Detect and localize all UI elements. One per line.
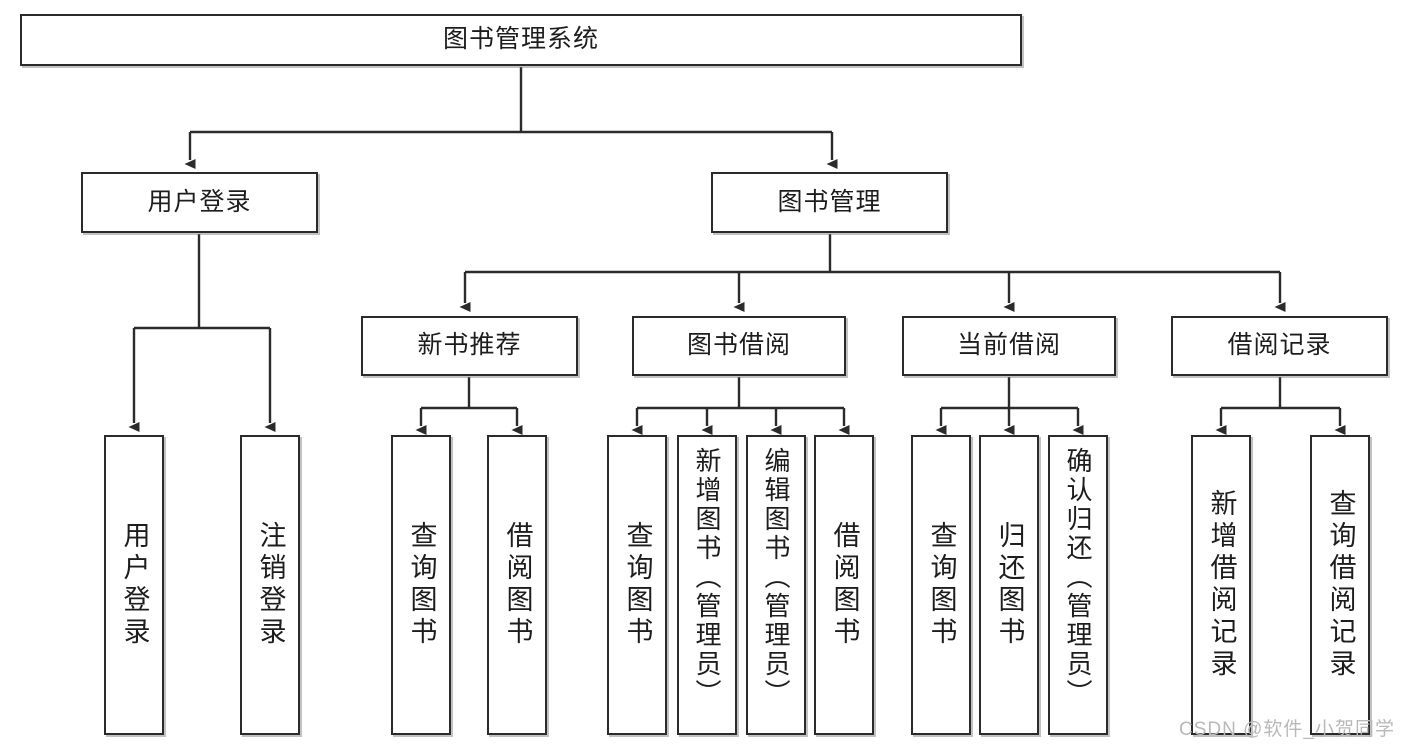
leaf-newbook-borrow-book-label: 借阅图书 (502, 521, 533, 649)
node-book-borrow-label: 图书借阅 (686, 331, 791, 360)
leaf-bookborrow-query-book-label: 查询图书 (622, 521, 653, 649)
leaf-bookborrow-query-book[interactable]: 查询图书 (607, 435, 667, 735)
leaf-user-login-label: 用户登录 (119, 521, 150, 649)
leaf-currentborrow-return-book[interactable]: 归还图书 (979, 435, 1039, 735)
node-new-book-recommend-label: 新书推荐 (417, 331, 522, 360)
leaf-currentborrow-query-book[interactable]: 查询图书 (911, 435, 971, 735)
leaf-bookborrow-edit-book-label: 编辑图书（管理员） (761, 447, 791, 708)
leaf-bookborrow-add-book-label: 新增图书（管理员） (692, 447, 722, 708)
node-book-management[interactable]: 图书管理 (711, 172, 948, 233)
leaf-borrowrecord-query-record-label: 查询借阅记录 (1325, 489, 1356, 681)
node-book-management-label: 图书管理 (777, 187, 882, 216)
leaf-borrowrecord-add-record-label: 新增借阅记录 (1206, 489, 1237, 681)
node-root[interactable]: 图书管理系统 (20, 14, 1022, 66)
node-current-borrow[interactable]: 当前借阅 (902, 316, 1116, 376)
leaf-bookborrow-edit-book[interactable]: 编辑图书（管理员） (746, 435, 806, 735)
leaf-borrowrecord-query-record[interactable]: 查询借阅记录 (1310, 435, 1370, 735)
leaf-bookborrow-borrow-book-label: 借阅图书 (829, 521, 860, 649)
node-borrow-record[interactable]: 借阅记录 (1171, 316, 1388, 376)
node-user-login-label: 用户登录 (147, 187, 252, 216)
leaf-logout[interactable]: 注销登录 (240, 435, 300, 735)
node-root-label: 图书管理系统 (442, 25, 599, 54)
leaf-newbook-query-book-label: 查询图书 (406, 521, 437, 649)
leaf-logout-label: 注销登录 (255, 521, 286, 649)
leaf-borrowrecord-add-record[interactable]: 新增借阅记录 (1191, 435, 1251, 735)
leaf-currentborrow-confirm-return[interactable]: 确认归还（管理员） (1048, 435, 1108, 735)
node-current-borrow-label: 当前借阅 (956, 331, 1061, 360)
leaf-newbook-query-book[interactable]: 查询图书 (391, 435, 451, 735)
node-book-borrow[interactable]: 图书借阅 (632, 316, 846, 376)
leaf-newbook-borrow-book[interactable]: 借阅图书 (487, 435, 547, 735)
leaf-user-login[interactable]: 用户登录 (104, 435, 164, 735)
leaf-currentborrow-query-book-label: 查询图书 (926, 521, 957, 649)
node-borrow-record-label: 借阅记录 (1227, 331, 1332, 360)
leaf-currentborrow-confirm-return-label: 确认归还（管理员） (1063, 447, 1093, 708)
node-user-login[interactable]: 用户登录 (81, 172, 318, 233)
leaf-currentborrow-return-book-label: 归还图书 (994, 521, 1025, 649)
leaf-bookborrow-borrow-book[interactable]: 借阅图书 (814, 435, 874, 735)
node-new-book-recommend[interactable]: 新书推荐 (361, 316, 578, 376)
leaf-bookborrow-add-book[interactable]: 新增图书（管理员） (677, 435, 737, 735)
